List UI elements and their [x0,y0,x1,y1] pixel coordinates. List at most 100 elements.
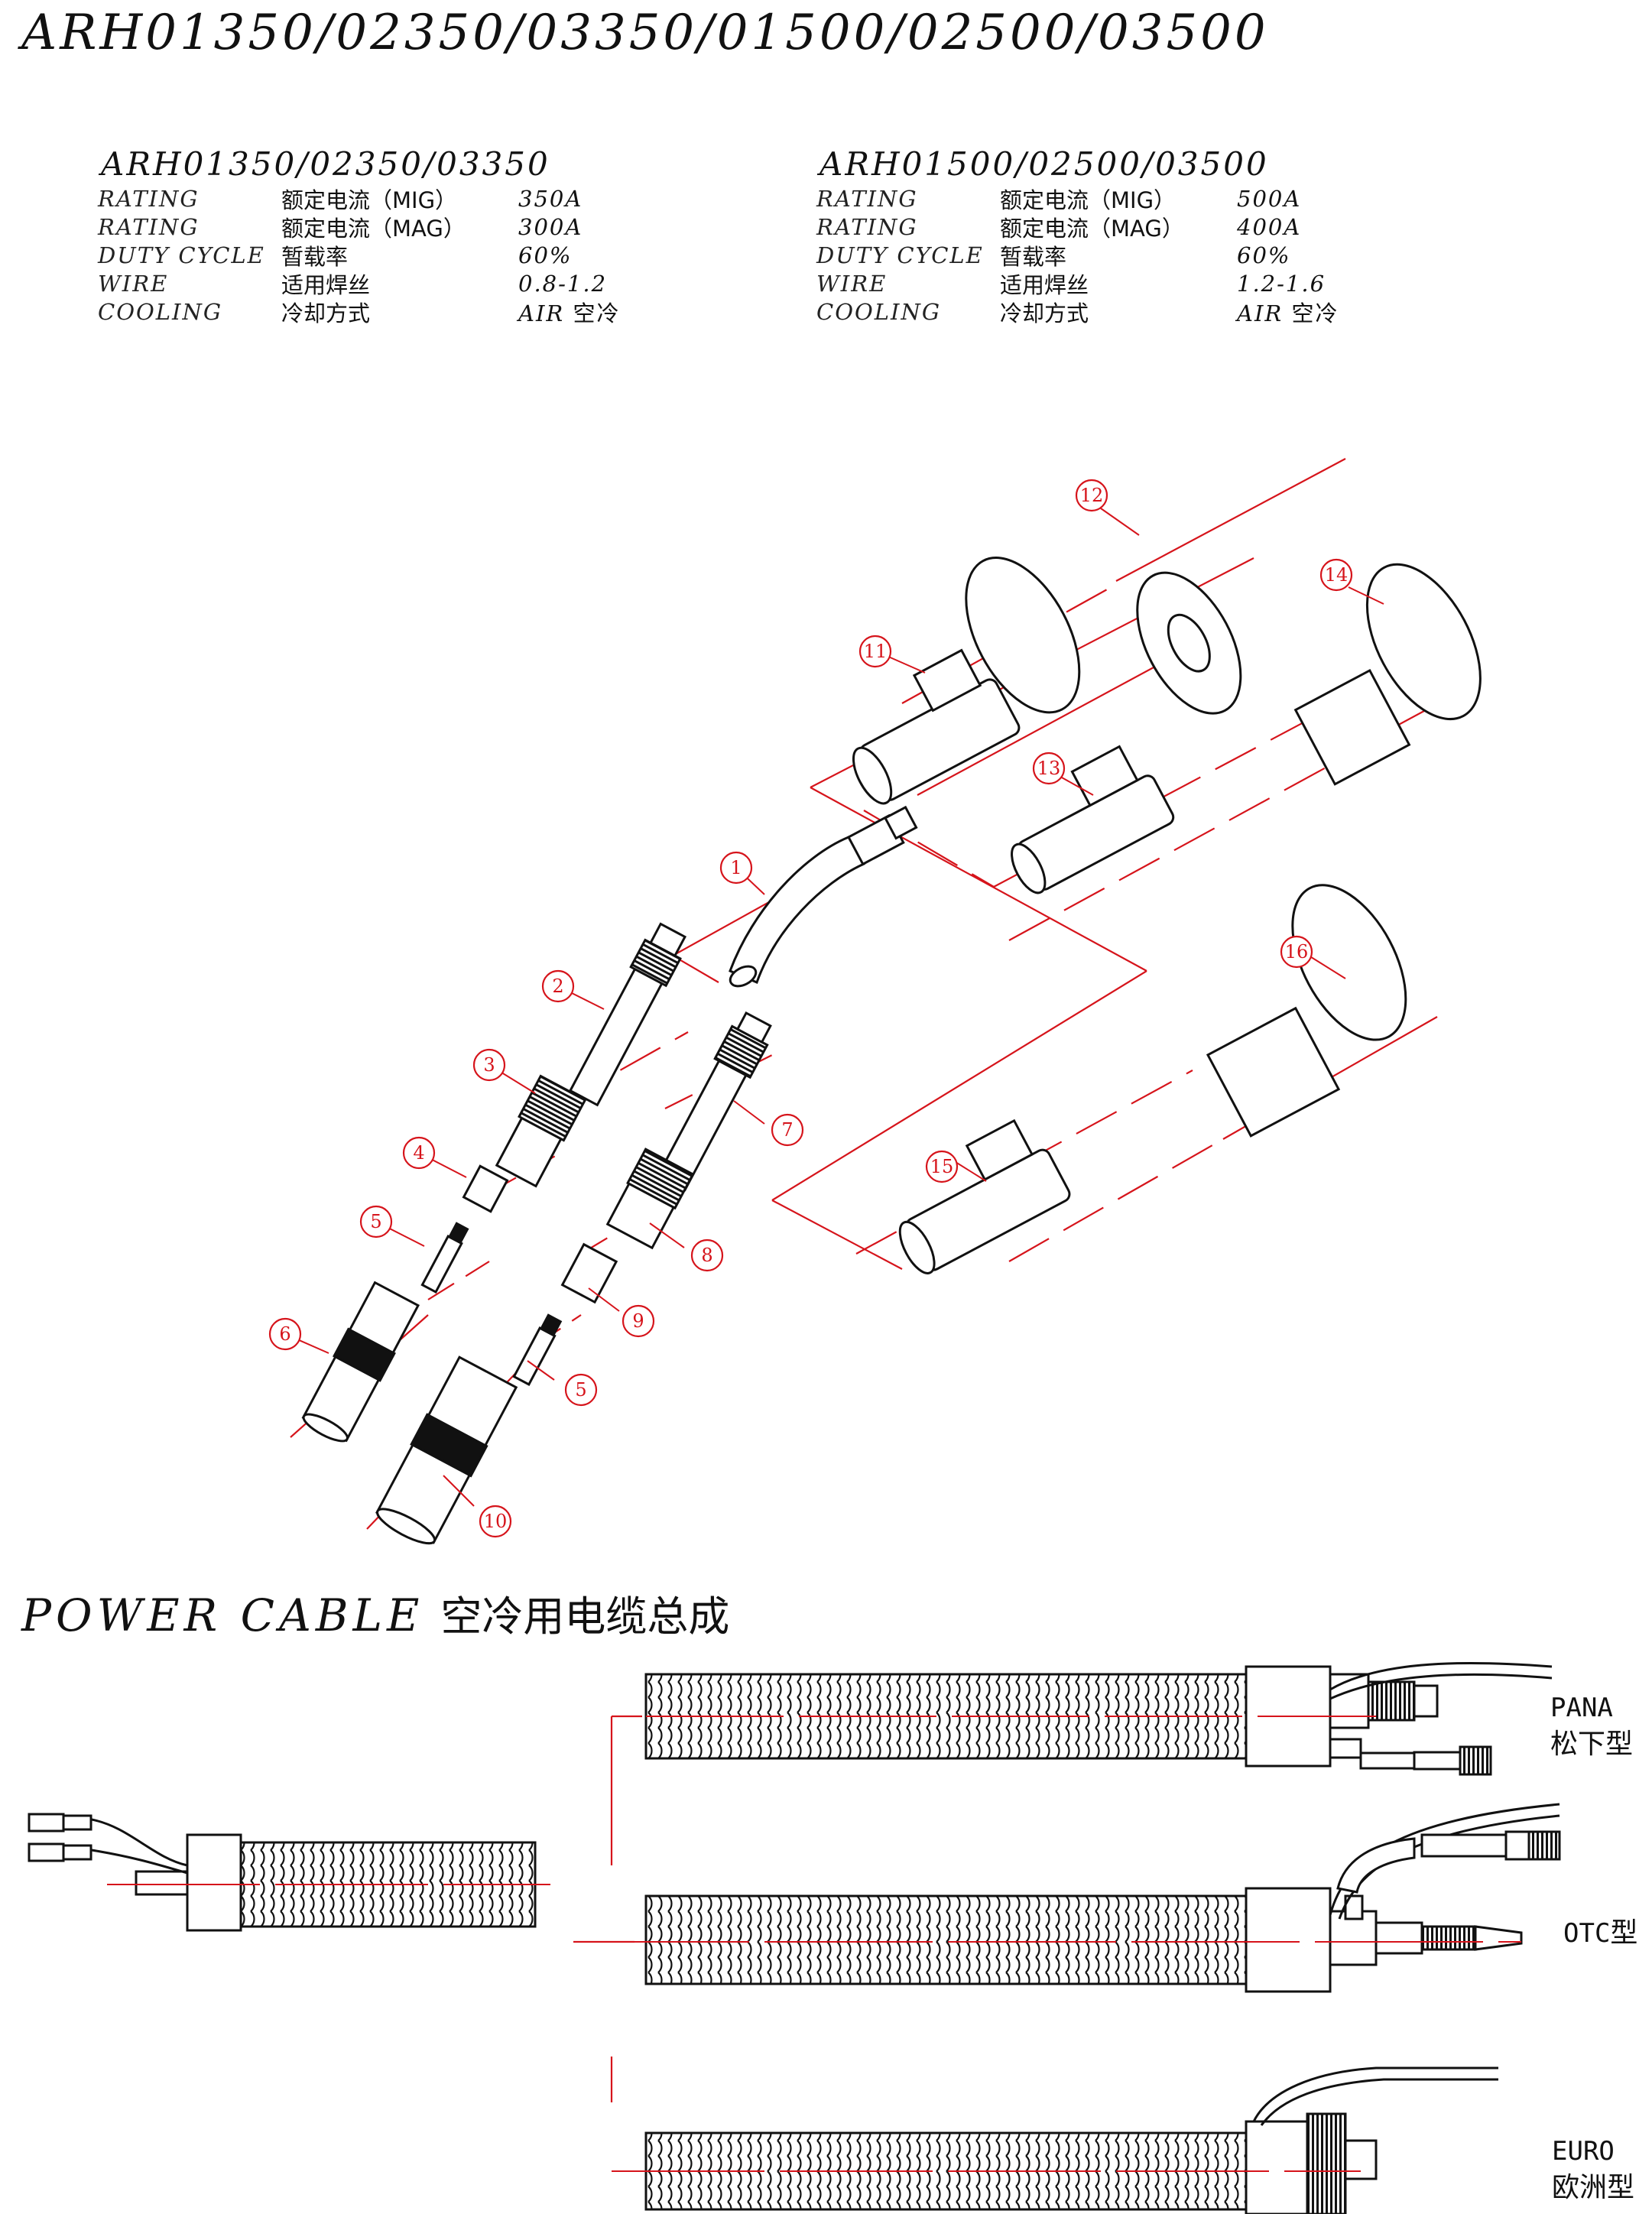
power-cable-title-cn: 空冷用电缆总成 [440,1592,730,1641]
spec-row: RATING 额定电流（MAG） 400A [816,213,1339,242]
spec-label-cn: 额定电流（MIG） [1000,187,1177,213]
spec-row: WIRE 适用焊丝 1.2-1.6 [816,269,1339,298]
cable-pana [644,1661,1553,1776]
spec-label-en: COOLING [98,298,222,325]
part-number-label: 15 [930,1156,954,1177]
spec-row: COOLING 冷却方式 AIR 空冷 [816,297,1339,326]
part-callout-circle [1280,935,1313,969]
part-number-label: 3 [483,1054,495,1076]
part-callout-circle [771,1113,804,1147]
spec-label-cn: 冷却方式 [1000,300,1089,326]
spec-row: RATING 额定电流（MAG） 300A [98,213,620,242]
cable-type-pana: PANA 松下型 [1550,1690,1633,1763]
spec-value-cn: 空冷 [1291,300,1339,326]
part-number-label: 16 [1285,941,1309,963]
power-cable-title-en: POWER CABLE [21,1589,424,1641]
spec-row: COOLING 冷却方式 AIR 空冷 [98,297,620,326]
part-number-label: 11 [864,641,888,662]
spec-row: DUTY CYCLE 暂载率 60% [816,241,1339,270]
part-callout-circle [472,1048,506,1082]
part-number-label: 8 [701,1245,712,1266]
spec-label-en: COOLING [816,298,941,325]
spec-label-cn: 额定电流（MAG） [281,215,466,242]
cable-type-euro: EURO 欧洲型 [1552,2133,1634,2206]
part-number-label: 14 [1325,564,1349,586]
cable-type-cn: 型 [1610,1917,1638,1949]
spec-label-cn: 适用焊丝 [281,271,371,298]
spec-value: 0.8-1.2 [518,270,608,297]
cable-otc [581,1803,1561,1993]
page-title: ARH01350/02350/03350/01500/02500/03500 [21,5,1269,61]
power-cable-left [28,1813,550,1932]
spec-label-cn: 冷却方式 [281,300,371,326]
spec-label-cn: 额定电流（MAG） [1000,215,1184,242]
spec-row: DUTY CYCLE 暂载率 60% [98,241,620,270]
spec-value: 350A [518,185,583,212]
part-callout-circle [858,635,892,668]
spec-row: WIRE 适用焊丝 0.8-1.2 [98,269,620,298]
torch-neck-adaptors [852,557,1482,1274]
power-cable-title: POWER CABLE 空冷用电缆总成 [21,1583,729,1643]
spec-label-en: WIRE [816,270,888,297]
swan-neck [729,805,918,988]
part-callout-circle [564,1373,598,1407]
cable-euro [612,2066,1498,2214]
part-callout-circle [541,969,575,1003]
spec-model: ARH01500/02500/03500 [820,145,1269,183]
cable-type-en: EURO [1552,2136,1615,2167]
part-callout-circle [268,1317,302,1351]
part-number-label: 5 [370,1211,381,1232]
torch-parts-500 [375,1011,772,1545]
cable-type-otc: OTC型 [1563,1915,1637,1952]
part-number-label: 10 [484,1511,508,1532]
part-callout-circle [690,1238,724,1272]
spec-label-cn: 适用焊丝 [1000,271,1089,298]
spec-value-en: AIR [1237,300,1284,326]
spec-value: 300A [518,213,583,240]
part-number-label: 5 [575,1379,586,1401]
part-number-label: 7 [781,1119,793,1141]
part-number-label: 13 [1037,758,1061,779]
spec-value: AIR 空冷 [1237,296,1339,328]
part-callout-circle [1075,479,1108,512]
spec-label-cn: 暂载率 [281,243,349,270]
part-number-label: 2 [552,976,563,997]
spec-label-en: DUTY CYCLE [98,242,265,268]
part-callout-circle [925,1150,959,1183]
cable-type-cn: 欧洲型 [1552,2172,1635,2203]
part-callout-circle [719,851,753,885]
part-number-label: 4 [413,1142,424,1164]
part-callout-circle [479,1505,512,1538]
cable-type-cn: 松下型 [1550,1729,1634,1760]
spec-value: AIR 空冷 [518,296,620,328]
spec-value: 60% [1237,242,1291,268]
spec-model: ARH01350/02350/03350 [101,145,550,183]
spec-value: 60% [518,242,573,268]
cable-type-en: PANA [1550,1693,1613,1723]
spec-value: 1.2-1.6 [1237,270,1326,297]
spec-label-en: WIRE [98,270,169,297]
spec-value-en: AIR [518,300,565,326]
cable-branch-lines [573,1715,642,2102]
part-callout-circle [1319,558,1353,592]
part-number-label: 1 [730,857,742,878]
spec-label-en: RATING [816,185,918,212]
part-callout-circle [402,1136,436,1170]
spec-label-en: RATING [98,185,200,212]
part-callout-circle [359,1205,393,1238]
spec-label-cn: 暂载率 [1000,243,1067,270]
part-number-label: 9 [632,1310,644,1332]
cable-type-en: OTC [1563,1918,1611,1949]
spec-label-en: RATING [816,213,918,240]
torch-parts-350 [301,922,687,1443]
spec-value-cn: 空冷 [573,300,621,326]
spec-label-en: RATING [98,213,200,240]
spec-label-en: DUTY CYCLE [816,242,984,268]
part-callout-circle [622,1304,655,1338]
spec-value: 400A [1237,213,1302,240]
